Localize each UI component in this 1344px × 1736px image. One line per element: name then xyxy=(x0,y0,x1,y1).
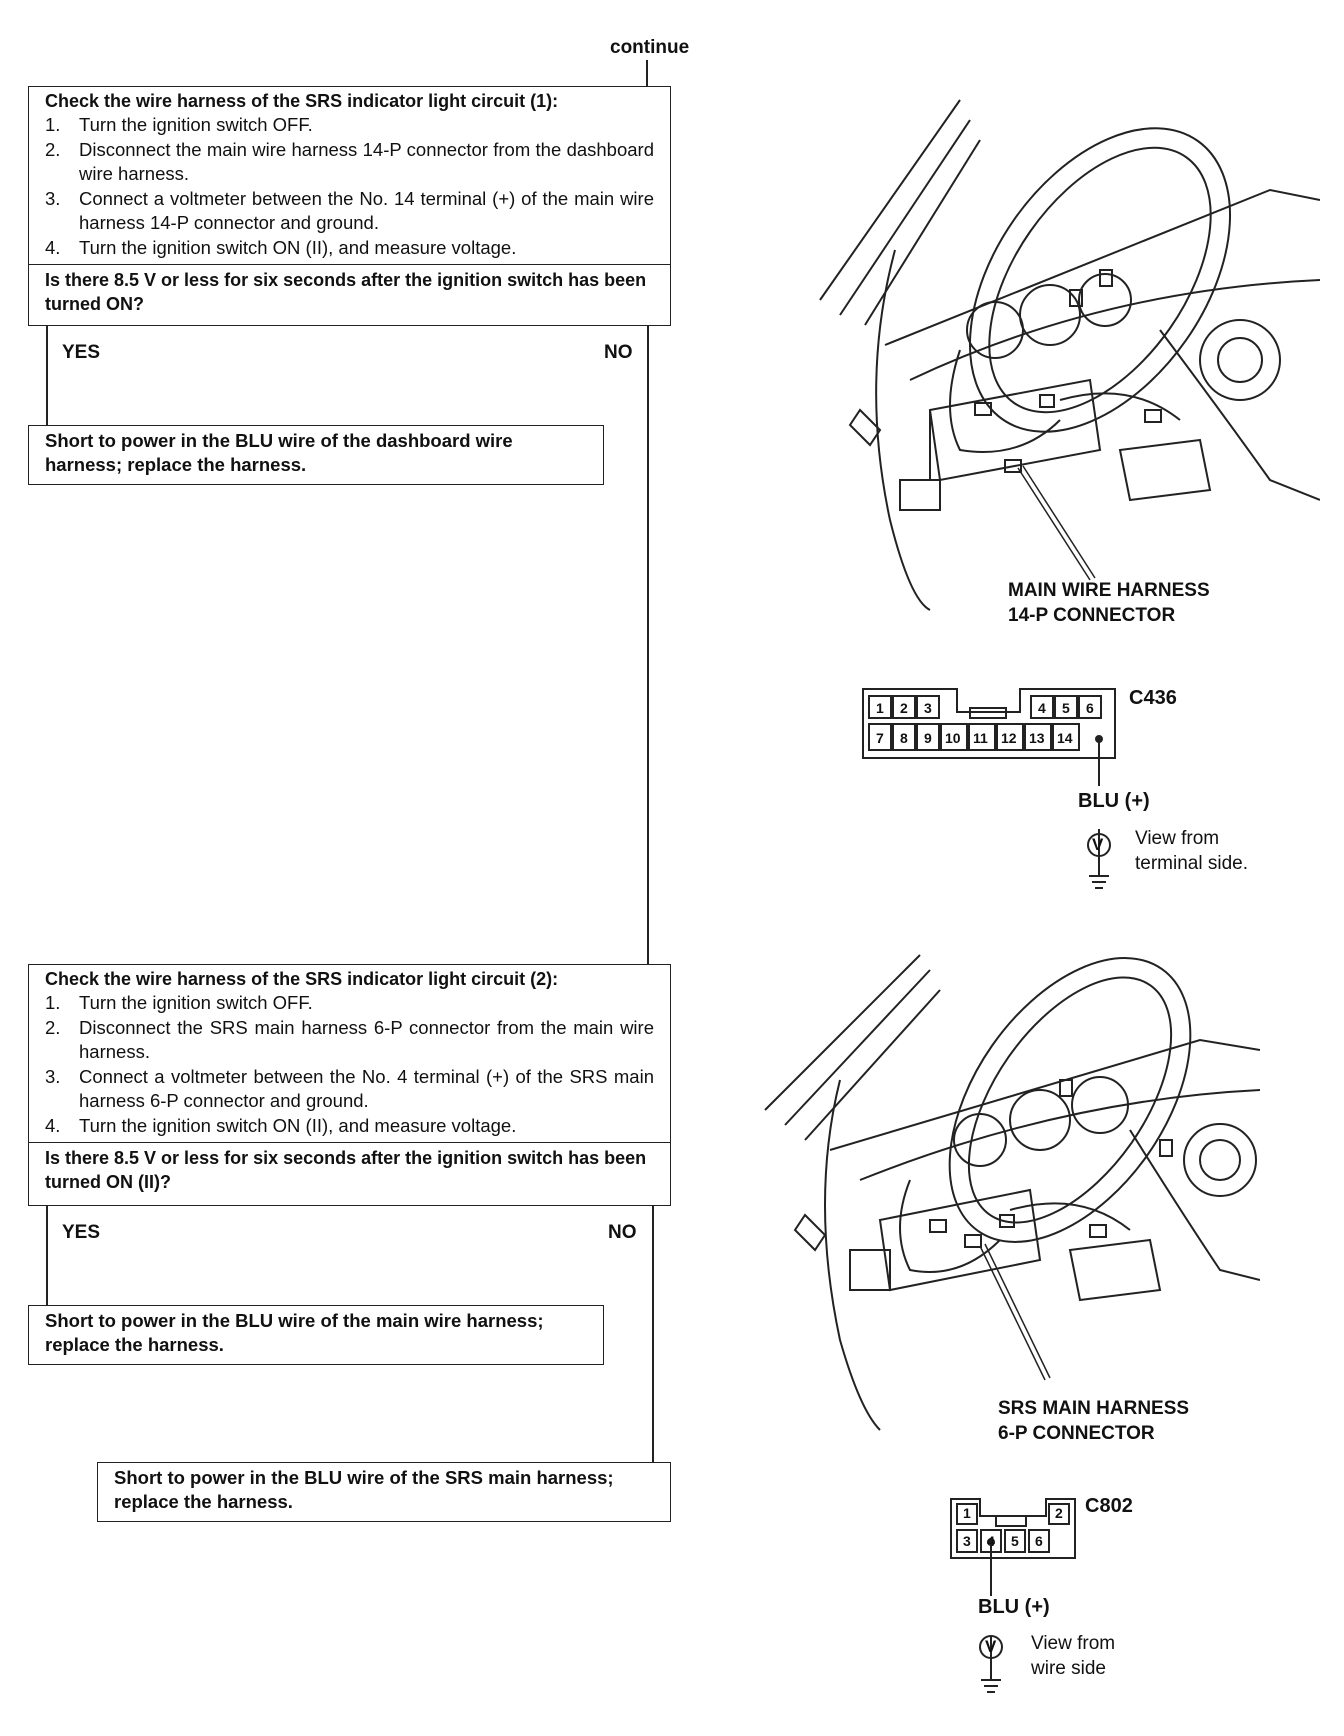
pin-14: 14 xyxy=(1057,730,1073,746)
yes-branch-label: YES xyxy=(62,1222,101,1243)
srs-main-harness-callout: SRS MAIN HARNESS 6-P CONNECTOR xyxy=(998,1398,1190,1444)
check-2-steps: 1.Turn the ignition switch OFF. 2.Discon… xyxy=(29,991,670,1142)
pin-10: 10 xyxy=(945,730,961,746)
step-item: 1.Turn the ignition switch OFF. xyxy=(45,992,313,1013)
no-branch-label: NO xyxy=(608,1222,637,1243)
connector-id-c436: C436 xyxy=(1129,687,1177,709)
step-item: 2.Disconnect the SRS main harness 6-P co… xyxy=(45,1016,654,1063)
pin-5: 5 xyxy=(1062,700,1070,716)
pin-5: 5 xyxy=(1011,1533,1019,1549)
view-note-1: View from terminal side. xyxy=(1135,828,1248,874)
pin-4: 4 xyxy=(987,1533,995,1549)
step-item: 2.Disconnect the main wire harness 14-P … xyxy=(45,138,654,185)
flow-connector xyxy=(646,60,648,87)
check-2-title: Check the wire harness of the SRS indica… xyxy=(45,969,559,989)
main-wire-harness-callout: MAIN WIRE HARNESS 14-P CONNECTOR xyxy=(1008,580,1210,626)
pin-1: 1 xyxy=(963,1505,971,1521)
check-1-steps: 1.Turn the ignition switch OFF. 2.Discon… xyxy=(29,113,670,264)
continue-label: continue xyxy=(610,37,690,58)
voltmeter-icon: V xyxy=(1092,835,1104,854)
step-item: 3.Connect a voltmeter between the No. 4 … xyxy=(45,1065,654,1112)
pin-4: 4 xyxy=(1038,700,1046,716)
voltmeter-icon: V xyxy=(985,1637,997,1656)
check-2-no-result: Short to power in the BLU wire of the SR… xyxy=(97,1462,671,1522)
pin-3: 3 xyxy=(963,1533,971,1549)
check-box-1: Check the wire harness of the SRS indica… xyxy=(28,86,671,326)
dashboard-illustration-1 xyxy=(819,99,1320,611)
dashboard-illustration-2 xyxy=(764,954,1260,1431)
yes-branch-label: YES xyxy=(62,342,101,363)
pin-6: 6 xyxy=(1086,700,1094,716)
no-branch-label: NO xyxy=(604,342,633,363)
pin-2: 2 xyxy=(900,700,908,716)
connector-c436-diagram xyxy=(862,688,1116,889)
check-2-yes-result: Short to power in the BLU wire of the ma… xyxy=(28,1305,604,1365)
check-1-question: Is there 8.5 V or less for six seconds a… xyxy=(29,264,670,320)
pin-3: 3 xyxy=(924,700,932,716)
no-branch-line xyxy=(652,1206,654,1464)
check-1-yes-result: Short to power in the BLU wire of the da… xyxy=(28,425,604,485)
check-1-title: Check the wire harness of the SRS indica… xyxy=(45,91,559,111)
pin-2: 2 xyxy=(1055,1505,1063,1521)
connector-c802-diagram xyxy=(950,1498,1076,1693)
pin-13: 13 xyxy=(1029,730,1045,746)
pin-1: 1 xyxy=(876,700,884,716)
step-item: 3.Connect a voltmeter between the No. 14… xyxy=(45,187,654,234)
step-item: 1.Turn the ignition switch OFF. xyxy=(45,114,313,135)
pin-8: 8 xyxy=(900,730,908,746)
step-item: 4.Turn the ignition switch ON (II), and … xyxy=(45,1114,517,1136)
pin-6: 6 xyxy=(1035,1533,1043,1549)
yes-branch-line xyxy=(46,1206,48,1306)
check-box-2: Check the wire harness of the SRS indica… xyxy=(28,964,671,1206)
yes-branch-line xyxy=(46,326,48,426)
pin-12: 12 xyxy=(1001,730,1017,746)
connector-id-c802: C802 xyxy=(1085,1495,1133,1517)
wire-label-blu: BLU (+) xyxy=(1078,790,1150,812)
view-note-2: View from wire side xyxy=(1031,1633,1116,1679)
pin-9: 9 xyxy=(924,730,932,746)
pin-7: 7 xyxy=(876,730,884,746)
pin-11: 11 xyxy=(973,730,988,746)
check-2-question: Is there 8.5 V or less for six seconds a… xyxy=(29,1142,670,1198)
no-branch-line xyxy=(647,326,649,966)
wire-label-blu: BLU (+) xyxy=(978,1596,1050,1618)
step-item: 4.Turn the ignition switch ON (II), and … xyxy=(45,236,517,258)
